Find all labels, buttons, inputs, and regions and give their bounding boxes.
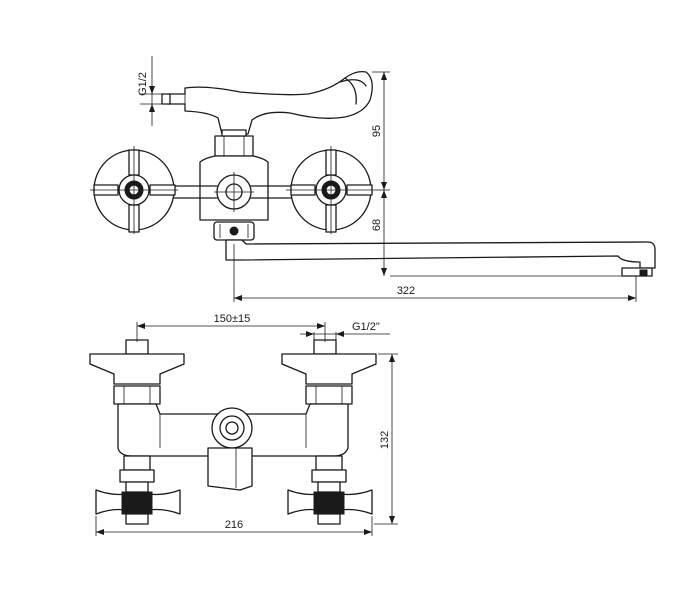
right-stem-handle xyxy=(287,455,373,525)
shower-outlet-lever xyxy=(161,70,373,135)
front-width: 216 xyxy=(225,519,243,531)
right-wall-flange xyxy=(281,339,377,405)
front-height: 132 xyxy=(379,431,391,449)
front-spout-stub xyxy=(207,447,253,491)
valve-body xyxy=(167,155,301,221)
front-view: 150±15 G1/2" 132 216 xyxy=(89,313,398,536)
left-wall-flange xyxy=(89,339,185,405)
right-cross-handle xyxy=(286,146,376,234)
spout-collar xyxy=(213,221,255,241)
top-spout-length: 322 xyxy=(397,285,415,297)
left-cross-handle xyxy=(90,146,178,234)
top-thread-label: G1/2 xyxy=(137,72,149,96)
center-distance: 150±15 xyxy=(214,313,251,325)
front-thread-label: G1/2" xyxy=(352,321,380,333)
front-view-dimensions: 150±15 G1/2" 132 216 xyxy=(95,313,398,536)
top-view-dimensions: G1/2 95 68 322 xyxy=(137,56,637,302)
top-height-upper: 95 xyxy=(371,125,383,137)
left-stem-handle xyxy=(95,455,181,525)
top-view: G1/2 95 68 322 xyxy=(90,56,656,302)
spout xyxy=(225,239,656,277)
front-valve-body xyxy=(117,403,349,457)
top-height-lower: 68 xyxy=(371,219,383,231)
diverter-nut xyxy=(214,129,254,157)
